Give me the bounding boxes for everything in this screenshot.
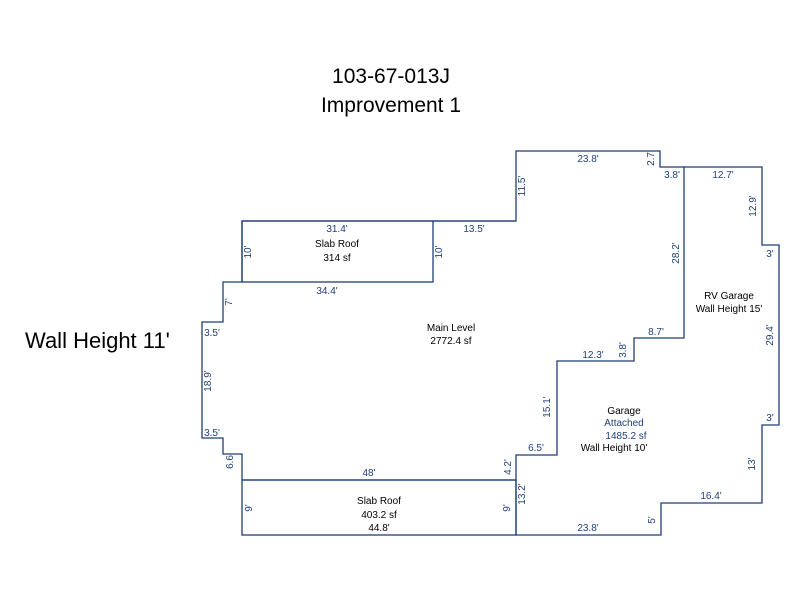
dim-label: 12.3': [582, 350, 603, 361]
dim-label: 9': [502, 504, 513, 512]
dim-label: 4.2': [503, 459, 514, 475]
main-level-name: Main Level: [427, 323, 475, 334]
parcel-id: 103-67-013J: [332, 65, 450, 88]
dim-label: 28.2': [671, 242, 682, 263]
rv-garage-outline: [515, 166, 780, 536]
dim-label: 12.9': [748, 195, 759, 216]
dim-label: 10': [434, 245, 445, 258]
dim-label: 3.5': [204, 328, 220, 339]
dim-label: 11.5': [517, 176, 528, 197]
dim-label: 3.5': [204, 428, 220, 439]
dim-label: 23.8': [577, 523, 598, 534]
garage-name: Garage: [607, 406, 641, 417]
dim-label: 8.7': [648, 327, 664, 338]
rv-garage-name: RV Garage: [704, 291, 754, 302]
slab-roof-bottom-width: 44.8': [368, 523, 389, 534]
dim-label: 6.6': [225, 453, 236, 469]
dim-label: 16.4': [700, 491, 721, 502]
dim-label: 6.5': [528, 443, 544, 454]
garage-wall-height: Wall Height 10': [581, 443, 648, 454]
dim-label: 31.4': [326, 224, 347, 235]
slab-roof-bottom-name: Slab Roof: [357, 496, 401, 507]
slab-roof-top-name: Slab Roof: [315, 239, 359, 250]
dim-label: 29.4': [765, 324, 776, 345]
dim-label: 3.8': [664, 170, 680, 181]
rv-garage-wall-height: Wall Height 15': [696, 304, 763, 315]
dim-label: 3.8': [618, 342, 629, 358]
dim-label: 15.1': [542, 396, 553, 417]
main-level-size: 2772.4 sf: [430, 336, 471, 347]
dim-label: 13': [747, 457, 758, 470]
slab-roof-top-outline: [241, 220, 434, 283]
dim-label: 34.4': [316, 286, 337, 297]
dim-label: 13.5': [463, 224, 484, 235]
improvement-title: Improvement 1: [321, 94, 461, 117]
dim-label: 18.9': [203, 370, 214, 391]
dim-label: 3': [766, 413, 774, 424]
dim-label: 2.7': [646, 150, 657, 166]
garage-type: Attached: [604, 418, 643, 429]
dim-label: 7': [224, 298, 235, 306]
dim-label: 3': [766, 249, 774, 260]
dim-label: 9': [244, 504, 255, 512]
slab-roof-top-size: 314 sf: [323, 253, 350, 264]
slab-roof-bottom-outline: [241, 479, 517, 536]
dim-label: 12.7': [712, 170, 733, 181]
dim-label: 10': [243, 245, 254, 258]
slab-roof-bottom-size: 403.2 sf: [361, 510, 397, 521]
dim-label: 23.8': [577, 154, 598, 165]
dim-label: 48': [362, 468, 375, 479]
wall-height-label: Wall Height 11': [25, 328, 170, 353]
dim-label: 5': [647, 516, 658, 524]
garage-size: 1485.2 sf: [605, 431, 646, 442]
dim-label: 13.2': [517, 483, 528, 504]
